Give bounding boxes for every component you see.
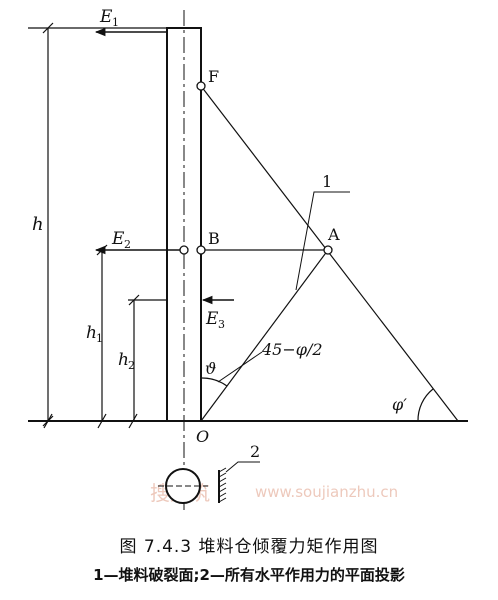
label-h2-sub: 2 bbox=[128, 359, 135, 372]
force-e2: E 2 bbox=[94, 229, 183, 255]
dimension-h2 bbox=[128, 294, 166, 421]
label-b: B bbox=[208, 229, 220, 248]
point-center bbox=[179, 245, 189, 255]
failure-plane bbox=[200, 249, 329, 422]
label-f: F bbox=[208, 67, 219, 86]
point-b bbox=[196, 245, 206, 255]
plan-projection bbox=[158, 461, 260, 504]
label-h2: h bbox=[118, 350, 129, 370]
leader-angle bbox=[217, 351, 263, 383]
arc-theta bbox=[200, 377, 228, 387]
callout-2: 2 bbox=[250, 442, 260, 461]
watermark-url: www.soujianzhu.cn bbox=[255, 483, 398, 501]
label-h1: h bbox=[86, 323, 97, 343]
label-phi-prime: φ′ bbox=[392, 395, 407, 414]
label-o: O bbox=[196, 427, 209, 446]
label-e2-sub: 2 bbox=[124, 238, 131, 251]
label-h: h bbox=[32, 214, 44, 235]
dimension-h1 bbox=[96, 244, 108, 421]
label-e1-sub: 1 bbox=[112, 16, 119, 29]
callout-1-leader bbox=[295, 191, 350, 291]
figure-legend: 1—堆料破裂面;2—所有水平作用力的平面投影 bbox=[93, 566, 405, 584]
callout-1: 1 bbox=[322, 172, 332, 191]
label-angle: 45−φ/2 bbox=[261, 340, 323, 359]
point-a bbox=[323, 245, 333, 255]
label-e2: E bbox=[111, 229, 125, 249]
label-e3: E bbox=[205, 309, 219, 329]
figure-title: 图 7.4.3 堆料仓倾覆力矩作用图 bbox=[119, 537, 379, 557]
label-h1-sub: 1 bbox=[96, 332, 103, 345]
arc-phi-prime bbox=[417, 388, 434, 422]
force-e1: E 1 bbox=[94, 7, 166, 37]
label-e1: E bbox=[99, 7, 113, 27]
label-e3-sub: 3 bbox=[218, 318, 225, 331]
dimension-h bbox=[28, 22, 168, 427]
force-e3: E 3 bbox=[201, 295, 234, 331]
point-f bbox=[196, 81, 206, 91]
label-a: A bbox=[327, 225, 340, 244]
label-theta: ϑ bbox=[205, 359, 216, 378]
